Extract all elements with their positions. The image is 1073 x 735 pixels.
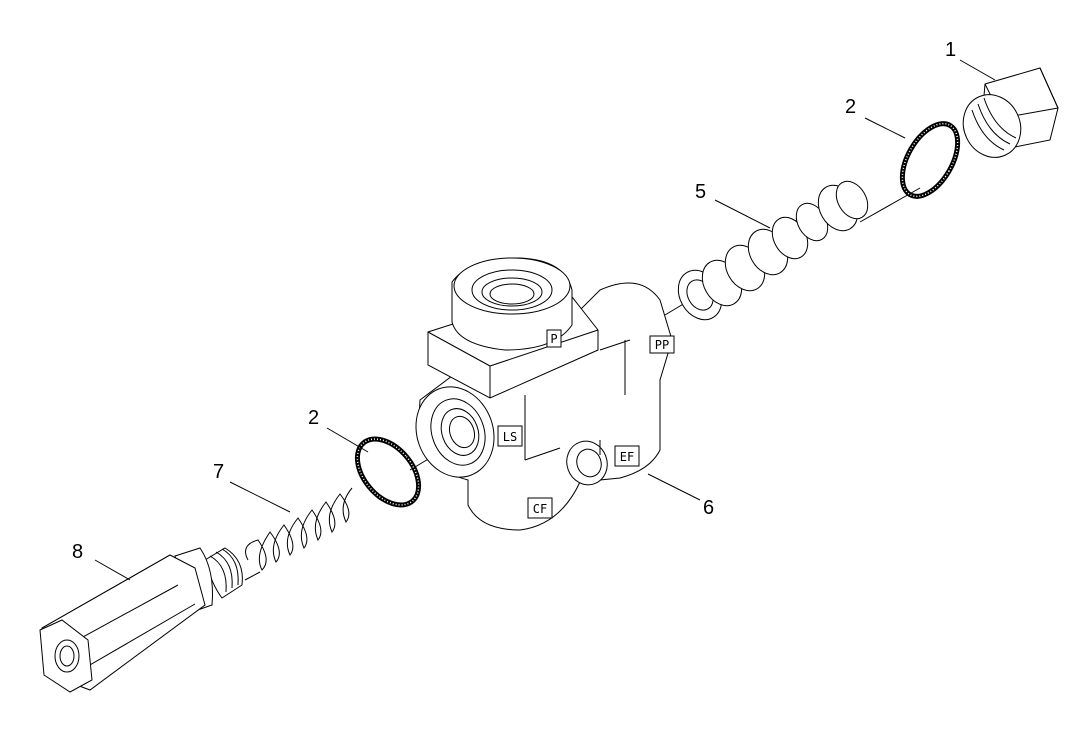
- callout-7: 7: [213, 461, 224, 483]
- svg-text:EF: EF: [620, 450, 634, 464]
- part-6-valve-body: [415, 257, 673, 531]
- port-label-ls: LS: [497, 425, 523, 447]
- svg-text:LS: LS: [503, 430, 517, 444]
- port-label-p: P: [546, 329, 562, 348]
- callout-2-upper: 2: [845, 96, 856, 118]
- part-8-hex-fitting: [39, 547, 243, 693]
- part-1-hex-plug: [962, 67, 1059, 158]
- port-label-cf: CF: [527, 497, 553, 519]
- part-7-spring: [245, 487, 353, 571]
- callout-1: 1: [945, 39, 956, 61]
- leader-lines: [94, 59, 996, 581]
- svg-text:PP: PP: [655, 338, 669, 352]
- port-label-pp: PP: [649, 335, 675, 354]
- part-2-o-ring-lower: [354, 436, 422, 508]
- svg-text:CF: CF: [533, 502, 547, 516]
- callout-2-lower: 2: [308, 407, 319, 429]
- callout-6: 6: [703, 497, 714, 519]
- part-5-spool: [677, 180, 869, 321]
- port-label-ef: EF: [614, 445, 640, 467]
- svg-text:P: P: [550, 332, 557, 346]
- part-2-o-ring-upper: [899, 121, 961, 199]
- callout-5: 5: [695, 181, 706, 203]
- callout-8: 8: [72, 541, 83, 563]
